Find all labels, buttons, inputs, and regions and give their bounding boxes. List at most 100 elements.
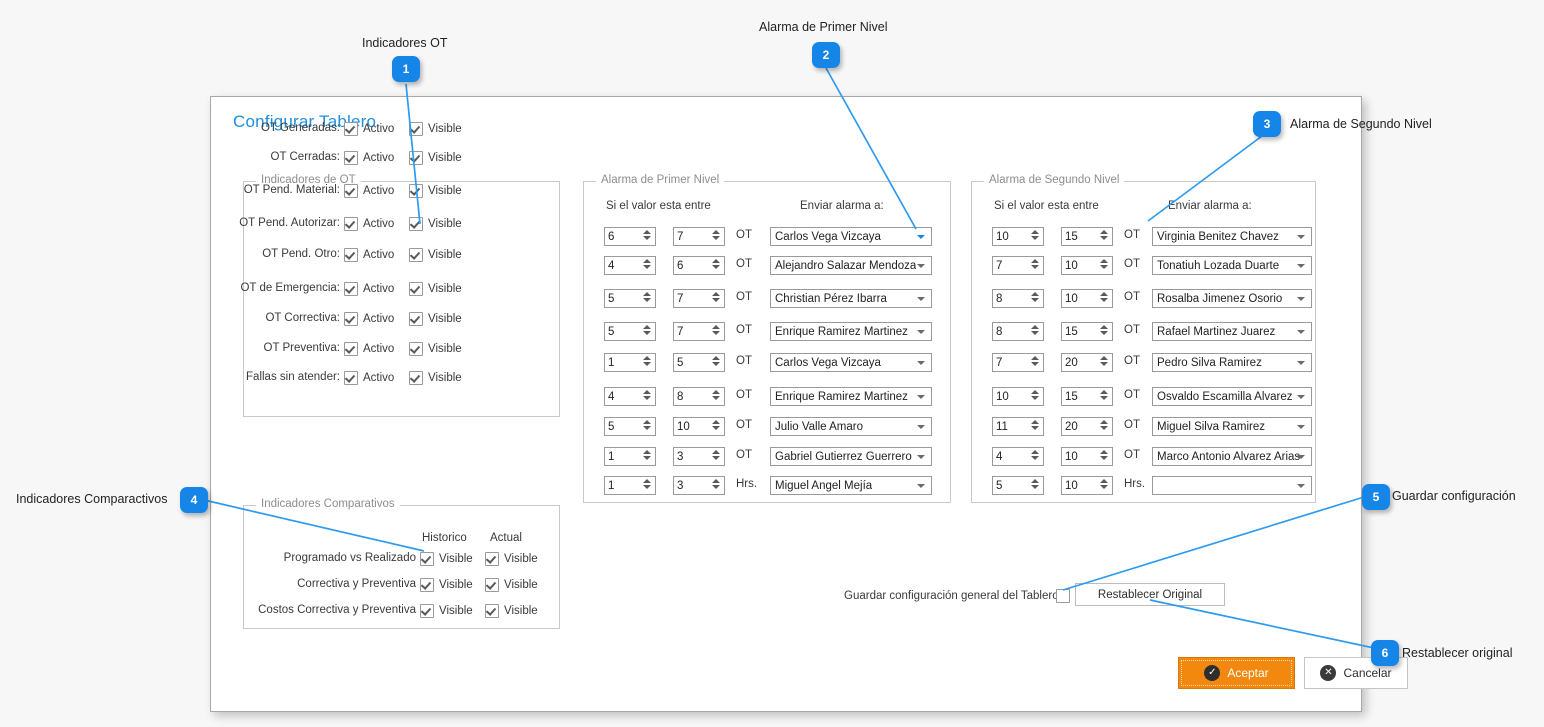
spinner-arrows-icon[interactable]	[1099, 258, 1108, 274]
ot-activo-checkbox[interactable]: Activo	[344, 248, 394, 262]
spinner-arrows-icon[interactable]	[1030, 355, 1039, 371]
alarm-min-spinner[interactable]: 4	[992, 447, 1044, 466]
alarm-max-spinner[interactable]: 10	[1061, 256, 1113, 275]
alarm-max-spinner[interactable]: 6	[673, 256, 725, 275]
accept-button[interactable]: ✓ Aceptar	[1178, 657, 1295, 689]
ot-visible-checkbox[interactable]: Visible	[409, 184, 462, 198]
ot-visible-checkbox[interactable]: Visible	[409, 342, 462, 356]
spinner-arrows-icon[interactable]	[642, 389, 651, 405]
alarm-recipient-dropdown[interactable]: Marco Antonio Alvarez Arias	[1152, 447, 1312, 466]
callout-badge-6[interactable]: 6	[1371, 640, 1399, 666]
ot-activo-checkbox[interactable]: Activo	[344, 151, 394, 165]
ot-visible-checkbox[interactable]: Visible	[409, 217, 462, 231]
alarm-max-spinner[interactable]: 7	[673, 322, 725, 341]
comparative-historico-checkbox[interactable]: Visible	[420, 578, 473, 592]
alarm-min-spinner[interactable]: 11	[992, 417, 1044, 436]
spinner-arrows-icon[interactable]	[1030, 324, 1039, 340]
ot-visible-checkbox[interactable]: Visible	[409, 248, 462, 262]
alarm-min-spinner[interactable]: 8	[992, 289, 1044, 308]
ot-activo-checkbox[interactable]: Activo	[344, 184, 394, 198]
alarm-recipient-dropdown[interactable]: Christian Pérez Ibarra	[770, 289, 932, 308]
callout-badge-2[interactable]: 2	[812, 42, 840, 68]
callout-badge-5[interactable]: 5	[1362, 484, 1390, 510]
alarm-min-spinner[interactable]: 8	[992, 322, 1044, 341]
spinner-arrows-icon[interactable]	[1030, 291, 1039, 307]
alarm-min-spinner[interactable]: 4	[604, 256, 656, 275]
alarm-min-spinner[interactable]: 10	[992, 227, 1044, 246]
alarm-min-spinner[interactable]: 5	[604, 289, 656, 308]
alarm-max-spinner[interactable]: 15	[1061, 227, 1113, 246]
spinner-arrows-icon[interactable]	[1099, 389, 1108, 405]
alarm-max-spinner[interactable]: 5	[673, 353, 725, 372]
alarm-max-spinner[interactable]: 15	[1061, 322, 1113, 341]
alarm-max-spinner[interactable]: 10	[1061, 476, 1113, 495]
alarm-recipient-dropdown[interactable]: Alejandro Salazar Mendoza	[770, 256, 932, 275]
spinner-arrows-icon[interactable]	[642, 419, 651, 435]
alarm-min-spinner[interactable]: 6	[604, 227, 656, 246]
spinner-arrows-icon[interactable]	[1099, 419, 1108, 435]
comparative-historico-checkbox[interactable]: Visible	[420, 552, 473, 566]
ot-activo-checkbox[interactable]: Activo	[344, 371, 394, 385]
ot-visible-checkbox[interactable]: Visible	[409, 151, 462, 165]
alarm-recipient-dropdown[interactable]	[1152, 476, 1312, 495]
callout-badge-1[interactable]: 1	[392, 56, 420, 82]
alarm-max-spinner[interactable]: 10	[1061, 447, 1113, 466]
spinner-arrows-icon[interactable]	[1099, 229, 1108, 245]
alarm-recipient-dropdown[interactable]: Gabriel Gutierrez Guerrero	[770, 447, 932, 466]
spinner-arrows-icon[interactable]	[1030, 389, 1039, 405]
spinner-arrows-icon[interactable]	[1030, 478, 1039, 494]
ot-visible-checkbox[interactable]: Visible	[409, 371, 462, 385]
spinner-arrows-icon[interactable]	[642, 291, 651, 307]
alarm-recipient-dropdown[interactable]: Rafael Martinez Juarez	[1152, 322, 1312, 341]
alarm-min-spinner[interactable]: 7	[992, 256, 1044, 275]
spinner-arrows-icon[interactable]	[1099, 478, 1108, 494]
spinner-arrows-icon[interactable]	[711, 229, 720, 245]
ot-visible-checkbox[interactable]: Visible	[409, 282, 462, 296]
spinner-arrows-icon[interactable]	[1030, 258, 1039, 274]
alarm-max-spinner[interactable]: 15	[1061, 387, 1113, 406]
spinner-arrows-icon[interactable]	[711, 478, 720, 494]
alarm-max-spinner[interactable]: 3	[673, 447, 725, 466]
spinner-arrows-icon[interactable]	[642, 355, 651, 371]
spinner-arrows-icon[interactable]	[642, 324, 651, 340]
alarm-max-spinner[interactable]: 20	[1061, 417, 1113, 436]
alarm-recipient-dropdown[interactable]: Enrique Ramirez Martinez	[770, 322, 932, 341]
alarm-recipient-dropdown[interactable]: Carlos Vega Vizcaya	[770, 227, 932, 246]
spinner-arrows-icon[interactable]	[711, 258, 720, 274]
spinner-arrows-icon[interactable]	[711, 419, 720, 435]
ot-activo-checkbox[interactable]: Activo	[344, 312, 394, 326]
alarm-recipient-dropdown[interactable]: Enrique Ramirez Martinez	[770, 387, 932, 406]
comparative-actual-checkbox[interactable]: Visible	[485, 604, 538, 618]
alarm-max-spinner[interactable]: 7	[673, 289, 725, 308]
spinner-arrows-icon[interactable]	[642, 478, 651, 494]
alarm-max-spinner[interactable]: 8	[673, 387, 725, 406]
spinner-arrows-icon[interactable]	[1099, 291, 1108, 307]
alarm-recipient-dropdown[interactable]: Pedro Silva Ramirez	[1152, 353, 1312, 372]
spinner-arrows-icon[interactable]	[642, 449, 651, 465]
alarm-recipient-dropdown[interactable]: Miguel Angel Mejía	[770, 476, 932, 495]
callout-badge-4[interactable]: 4	[180, 487, 208, 513]
alarm-max-spinner[interactable]: 10	[1061, 289, 1113, 308]
spinner-arrows-icon[interactable]	[1099, 355, 1108, 371]
spinner-arrows-icon[interactable]	[1030, 449, 1039, 465]
alarm-recipient-dropdown[interactable]: Rosalba Jimenez Osorio	[1152, 289, 1312, 308]
alarm-min-spinner[interactable]: 7	[992, 353, 1044, 372]
alarm-min-spinner[interactable]: 1	[604, 353, 656, 372]
ot-activo-checkbox[interactable]: Activo	[344, 342, 394, 356]
spinner-arrows-icon[interactable]	[642, 229, 651, 245]
spinner-arrows-icon[interactable]	[1030, 229, 1039, 245]
alarm-min-spinner[interactable]: 10	[992, 387, 1044, 406]
ot-activo-checkbox[interactable]: Activo	[344, 282, 394, 296]
alarm-min-spinner[interactable]: 4	[604, 387, 656, 406]
alarm-max-spinner[interactable]: 10	[673, 417, 725, 436]
ot-activo-checkbox[interactable]: Activo	[344, 122, 394, 136]
reset-original-button[interactable]: Restablecer Original	[1075, 583, 1225, 606]
spinner-arrows-icon[interactable]	[642, 258, 651, 274]
spinner-arrows-icon[interactable]	[711, 355, 720, 371]
alarm-recipient-dropdown[interactable]: Julio Valle Amaro	[770, 417, 932, 436]
alarm-min-spinner[interactable]: 1	[604, 476, 656, 495]
alarm-min-spinner[interactable]: 5	[992, 476, 1044, 495]
spinner-arrows-icon[interactable]	[1099, 324, 1108, 340]
spinner-arrows-icon[interactable]	[1030, 419, 1039, 435]
alarm-recipient-dropdown[interactable]: Virginia Benitez Chavez	[1152, 227, 1312, 246]
